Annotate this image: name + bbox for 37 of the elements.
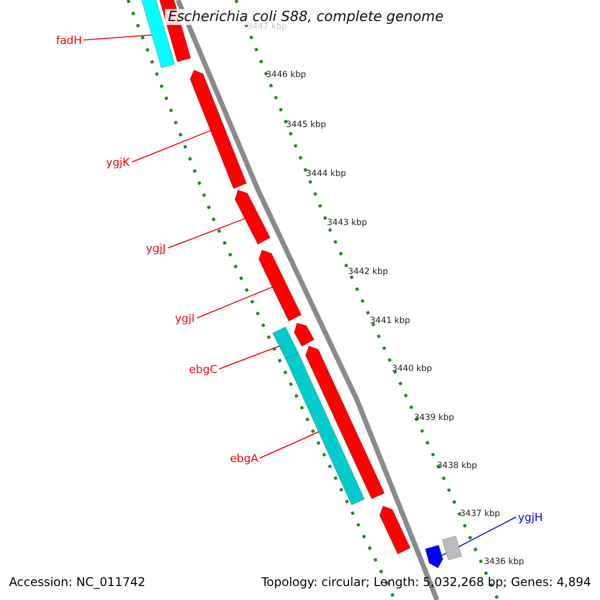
gene-block	[272, 326, 299, 360]
gene-block	[190, 70, 247, 189]
tick-label: 3438 kbp	[437, 462, 478, 470]
leader-line	[84, 34, 152, 40]
leader-line	[260, 431, 320, 458]
tick-label: 3442 kbp	[348, 268, 388, 276]
leader-line	[218, 346, 280, 370]
tick-label: 3436 kbp	[484, 558, 524, 566]
tick-label: 3440 kbp	[392, 365, 432, 374]
gene-block	[424, 544, 444, 568]
gene-block	[285, 352, 365, 506]
tick-label: 3441 kbp	[370, 317, 410, 326]
tick-label: 3445 kbp	[286, 121, 326, 130]
gene-block	[305, 346, 385, 500]
gene-label: ygjH	[518, 512, 543, 522]
leader-line	[441, 516, 516, 556]
gene-block	[379, 506, 411, 554]
gene-label: ebgA	[230, 452, 258, 464]
gene-label: ygjK	[106, 156, 130, 168]
accession-text: Accession: NC_011742	[9, 576, 146, 588]
tick-label: 3439 kbp	[414, 414, 454, 422]
genome-info-text: Topology: circular; Length: 5,032,268 bp; Genes: 4,894	[261, 576, 591, 588]
leader-line	[196, 286, 273, 318]
gene-block	[442, 536, 462, 560]
leader-line	[132, 130, 211, 162]
tick-label: 3443 kbp	[327, 219, 368, 228]
leader-line	[168, 218, 246, 248]
gene-label: ygjI	[175, 312, 195, 324]
gene-block	[234, 190, 271, 245]
tick-label: 3437 kbp	[460, 510, 500, 518]
gene-block	[294, 322, 314, 347]
gene-label: ebgC	[189, 364, 218, 374]
gene-block	[258, 250, 302, 322]
tick-label: 3446 kbp	[266, 71, 306, 80]
tick-label: 3444 kbp	[306, 170, 346, 178]
gene-label: fadH	[56, 34, 82, 46]
gene-label: ygjJ	[146, 242, 166, 254]
